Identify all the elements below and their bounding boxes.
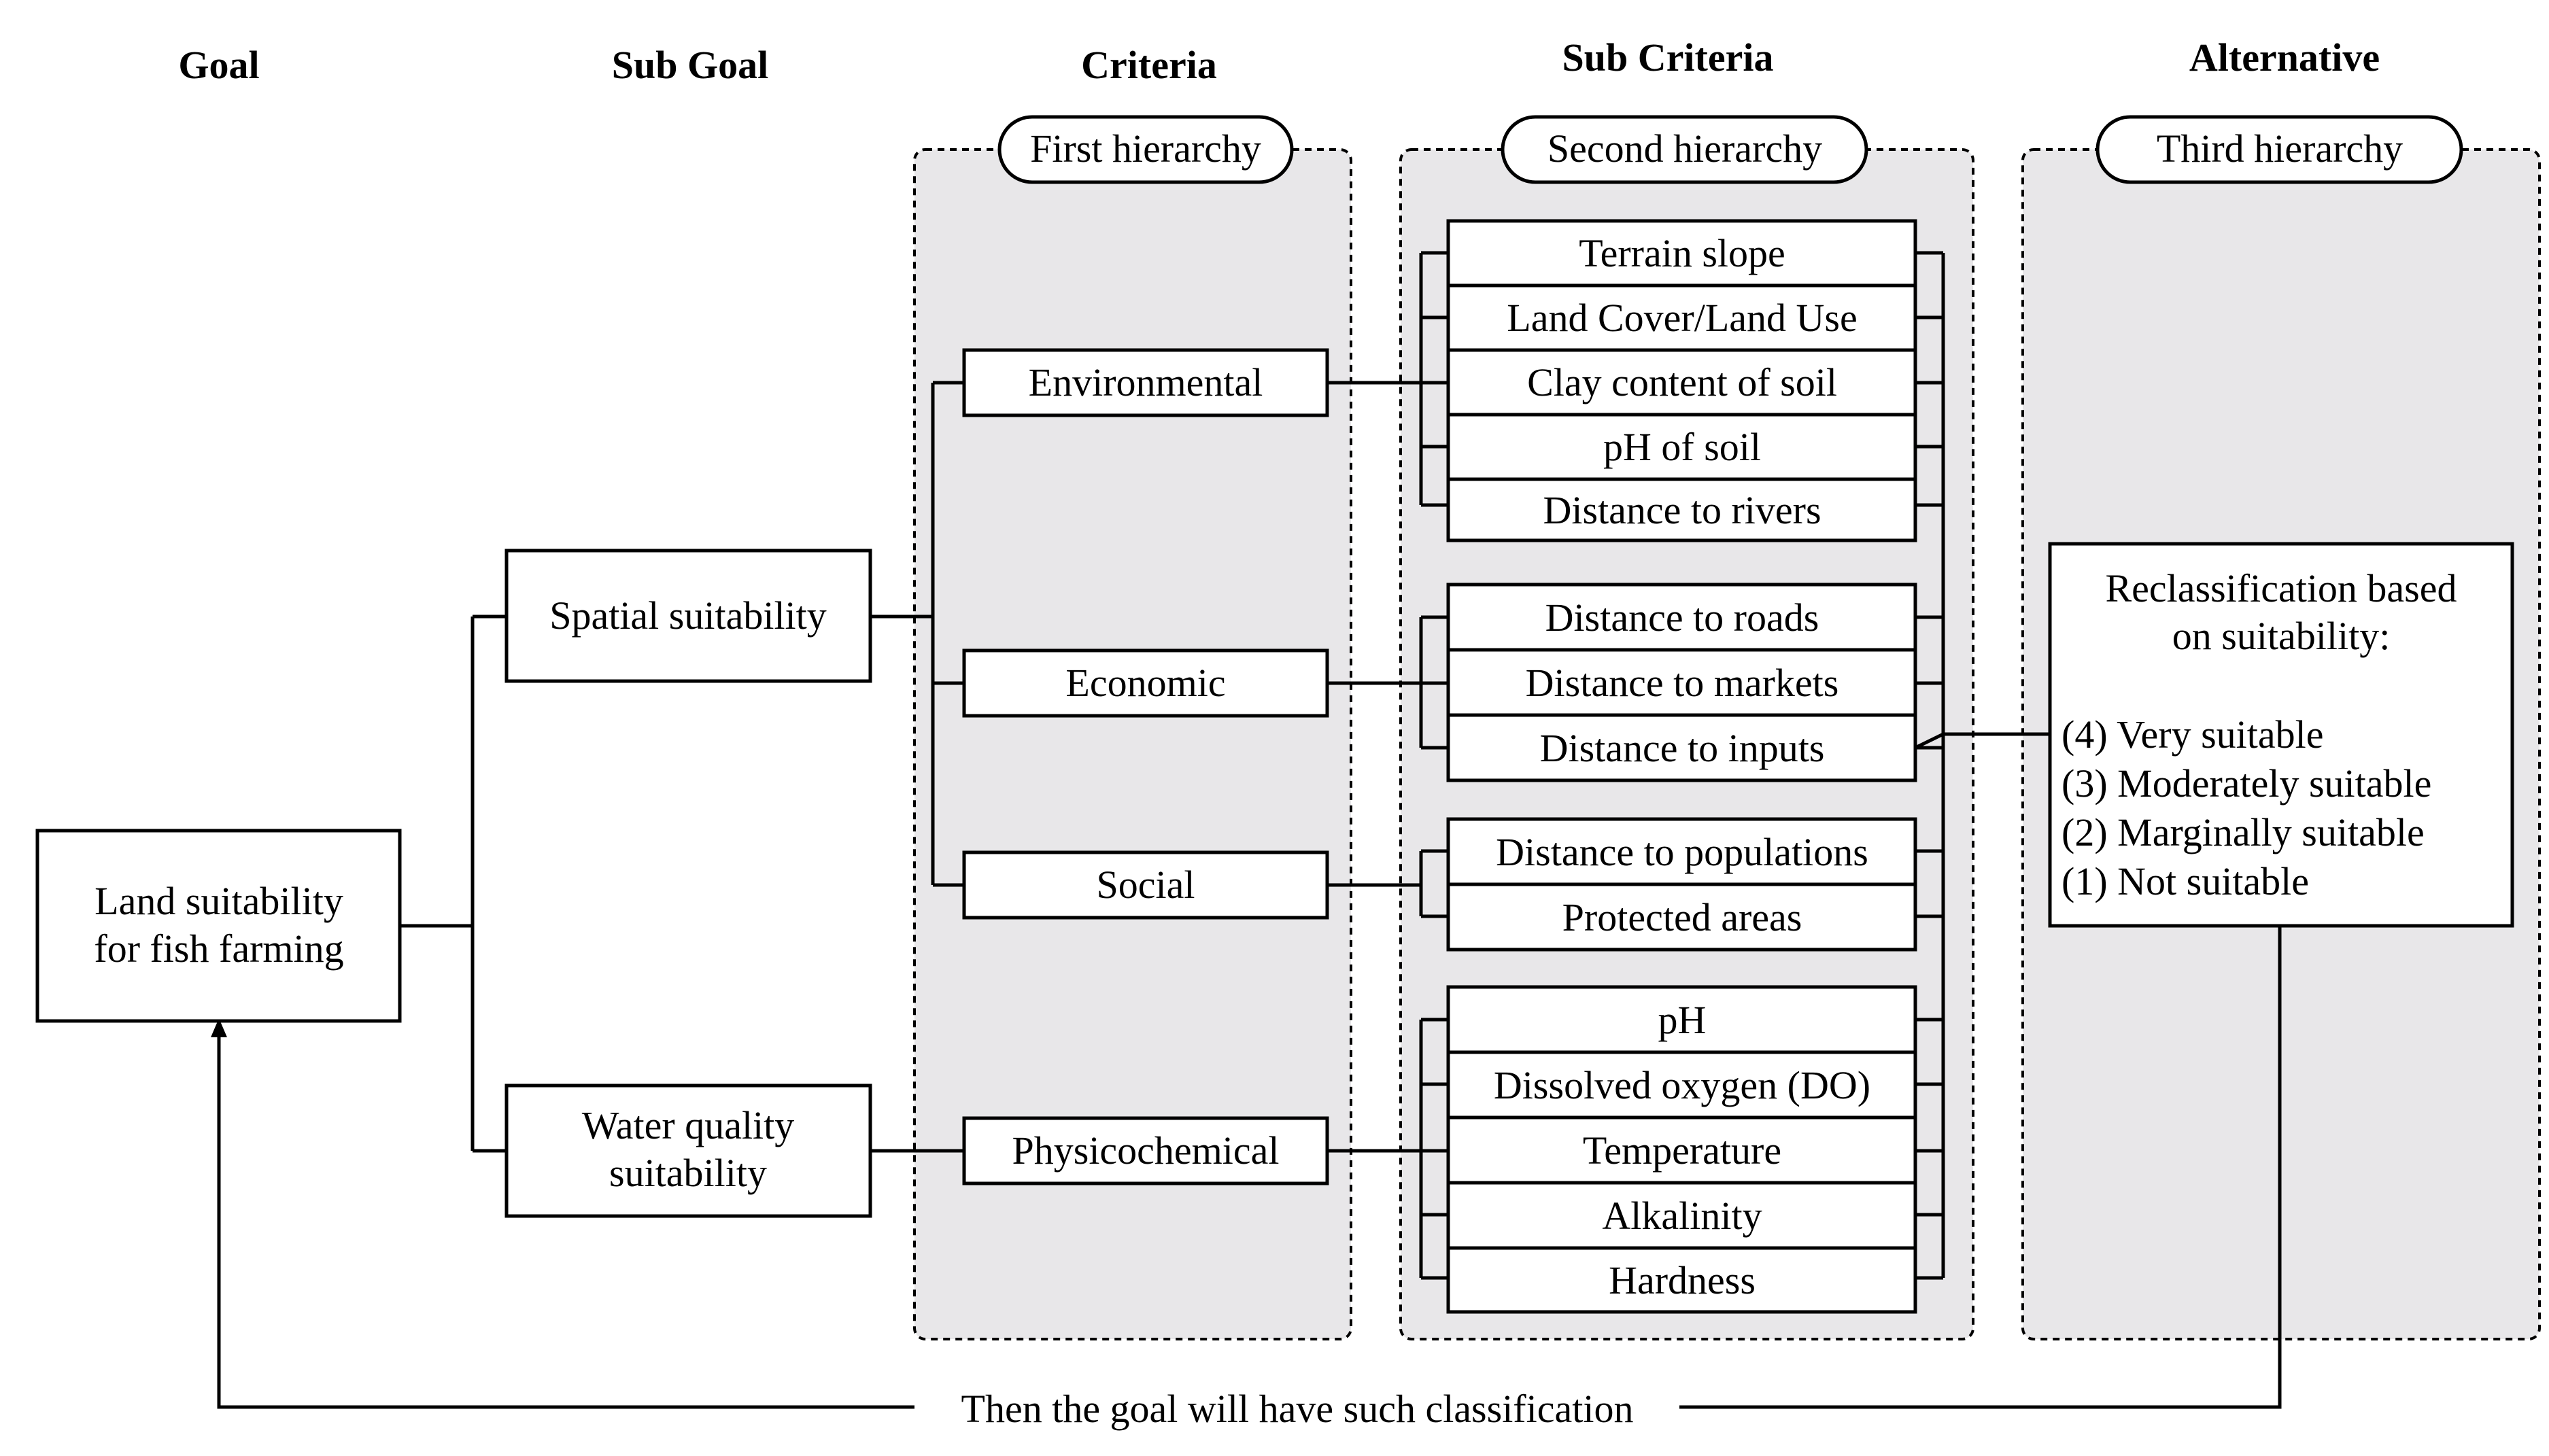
- criteria-environmental-box: [962, 348, 1329, 417]
- alternative-class-1: (1) Not suitable: [2062, 859, 2309, 903]
- subcriteria-cell: [1446, 882, 1917, 952]
- second-hierarchy-label: Second hierarchy: [1547, 126, 1822, 171]
- criteria-physicochemical-label: Physicochemical: [1012, 1128, 1279, 1173]
- criteria-economic-box: [962, 648, 1329, 718]
- header-sub-criteria: Sub Criteria: [1562, 35, 1774, 80]
- third-hierarchy-label: Third hierarchy: [2157, 126, 2403, 171]
- header-goal: Goal: [178, 43, 259, 87]
- alternative-title-line2: on suitability:: [2172, 614, 2391, 658]
- subcriteria-land-cover: Land Cover/Land Use: [1507, 296, 1857, 340]
- goal-line1: Land suitability: [95, 879, 343, 923]
- spatial-suitability-label: Spatial suitability: [549, 593, 827, 638]
- subcriteria-dissolved-oxygen: Dissolved oxygen (DO): [1494, 1063, 1870, 1107]
- subcriteria-economic-group: Distance to roads Distance to markets Di…: [1446, 583, 1917, 782]
- subcriteria-cell: [1446, 583, 1917, 652]
- subcriteria-hardness: Hardness: [1609, 1258, 1756, 1302]
- criteria-physicochemical-box: [962, 1116, 1329, 1185]
- subcriteria-physicochemical-group: pH Dissolved oxygen (DO) Temperature Alk…: [1446, 985, 1917, 1314]
- subcriteria-protected-areas: Protected areas: [1562, 895, 1802, 939]
- alternative-class-3: (3) Moderately suitable: [2062, 761, 2431, 805]
- subcriteria-distance-inputs: Distance to inputs: [1540, 726, 1825, 770]
- subcriteria-cell: [1446, 1246, 1917, 1314]
- alternative-box: [2048, 542, 2514, 928]
- subcriteria-environmental-group: Terrain slope Land Cover/Land Use Clay c…: [1446, 219, 1917, 542]
- alternative-class-2: (2) Marginally suitable: [2062, 810, 2425, 854]
- subcriteria-cell: [1446, 648, 1917, 717]
- criteria-economic-label: Economic: [1065, 661, 1225, 705]
- subcriteria-temperature: Temperature: [1583, 1128, 1781, 1173]
- alternative-class-4: (4) Very suitable: [2062, 712, 2324, 757]
- subcriteria-ph: pH: [1658, 998, 1707, 1042]
- water-quality-line2: suitability: [609, 1151, 767, 1195]
- arrow-head-icon: [211, 1018, 227, 1037]
- subcriteria-distance-rivers: Distance to rivers: [1543, 488, 1821, 532]
- subcriteria-cell: [1446, 713, 1917, 782]
- subcriteria-cell: [1446, 1115, 1917, 1185]
- water-quality-box: [504, 1084, 872, 1218]
- header-alternative: Alternative: [2189, 35, 2380, 80]
- third-hierarchy-pill: [2095, 115, 2463, 184]
- header-sub-goal: Sub Goal: [612, 43, 769, 87]
- second-hierarchy-pill: [1501, 115, 1868, 184]
- subcriteria-cell: [1446, 1181, 1917, 1250]
- subcriteria-terrain-slope: Terrain slope: [1579, 231, 1785, 275]
- header-criteria: Criteria: [1081, 43, 1217, 87]
- subcriteria-cell: [1446, 219, 1917, 288]
- subcriteria-clay-content: Clay content of soil: [1527, 360, 1837, 404]
- subcriteria-ph-soil: pH of soil: [1603, 425, 1761, 469]
- first-hierarchy-label: First hierarchy: [1030, 126, 1261, 171]
- subcriteria-cell: [1446, 413, 1917, 481]
- connectors: [217, 251, 2282, 1409]
- subcriteria-distance-populations: Distance to populations: [1496, 830, 1868, 874]
- criteria-social-label: Social: [1097, 863, 1195, 907]
- subcriteria-cell: [1446, 1050, 1917, 1120]
- subcriteria-cell: [1446, 817, 1917, 886]
- subcriteria-cell: [1446, 985, 1917, 1054]
- water-quality-line1: Water quality: [582, 1103, 795, 1147]
- subcriteria-cell: [1446, 283, 1917, 352]
- goal-box: [35, 829, 402, 1023]
- subcriteria-alkalinity: Alkalinity: [1602, 1194, 1762, 1238]
- criteria-environmental-label: Environmental: [1029, 360, 1263, 404]
- subcriteria-distance-markets: Distance to markets: [1526, 661, 1839, 705]
- subcriteria-distance-roads: Distance to roads: [1545, 595, 1819, 640]
- criteria-social-box: [962, 850, 1329, 920]
- feedback-label: Then the goal will have such classificat…: [961, 1387, 1634, 1431]
- subcriteria-cell: [1446, 477, 1917, 542]
- alternative-title-line1: Reclassification based: [2106, 566, 2457, 610]
- first-hierarchy-pill: [997, 115, 1294, 184]
- first-hierarchy-panel: [913, 148, 1352, 1340]
- subcriteria-social-group: Distance to populations Protected areas: [1446, 817, 1917, 952]
- spatial-suitability-box: [504, 549, 872, 683]
- goal-line2: for fish farming: [94, 926, 343, 971]
